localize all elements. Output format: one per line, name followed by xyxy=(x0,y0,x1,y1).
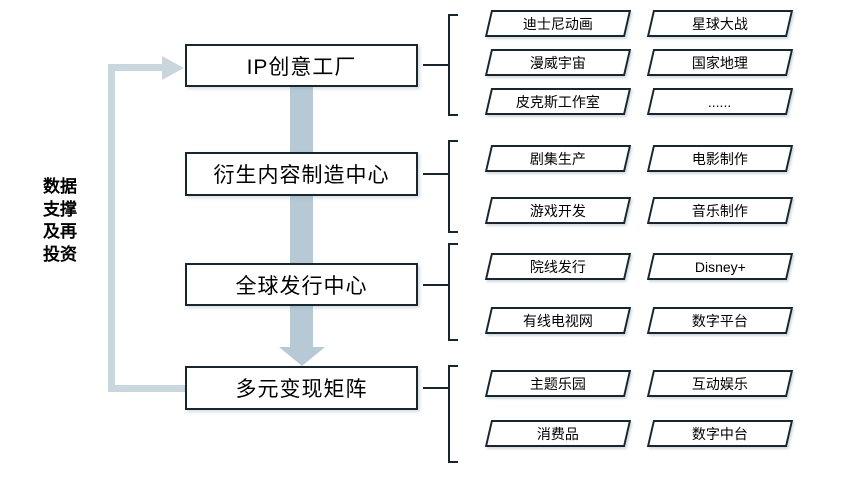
main-flow-arrowhead-icon xyxy=(279,347,325,366)
bracket-3-line xyxy=(448,243,450,341)
feedback-loop-top-line xyxy=(108,64,163,71)
bracket-3-bottom-flange xyxy=(448,339,458,341)
bracket-4-top-flange xyxy=(448,365,458,367)
bracket-3-top-flange xyxy=(448,243,458,245)
item-label: 迪士尼动画 xyxy=(523,15,593,32)
bracket-2-bottom-flange xyxy=(448,231,458,233)
item-label: 数字平台 xyxy=(692,312,748,329)
item-label: 电影制作 xyxy=(692,150,748,167)
bracket-1-tick xyxy=(423,64,448,66)
stage-box-global-distribution: 全球发行中心 xyxy=(185,263,418,306)
feedback-loop-bottom-line xyxy=(108,385,186,392)
item-parallelogram: 院线发行 xyxy=(484,253,632,280)
item-label: 互动娱乐 xyxy=(692,375,748,392)
main-flow-arrow-shaft xyxy=(290,85,313,347)
stage-box-monetization-matrix: 多元变现矩阵 xyxy=(185,366,418,410)
item-parallelogram: 消费品 xyxy=(484,420,632,447)
item-parallelogram: 电影制作 xyxy=(646,145,794,172)
item-label: 有线电视网 xyxy=(523,312,593,329)
bracket-4-tick xyxy=(423,387,448,389)
item-label: 主题乐园 xyxy=(530,375,586,392)
item-parallelogram: 星球大战 xyxy=(646,10,794,37)
item-label: 漫威宇宙 xyxy=(530,54,586,71)
item-parallelogram: 迪士尼动画 xyxy=(484,10,632,37)
item-parallelogram: 剧集生产 xyxy=(484,145,632,172)
bracket-1-top-flange xyxy=(448,14,458,16)
bracket-2-top-flange xyxy=(448,140,458,142)
item-parallelogram: 数字平台 xyxy=(646,307,794,334)
item-parallelogram: Disney+ xyxy=(646,253,794,280)
bracket-4-bottom-flange xyxy=(448,461,458,463)
item-parallelogram: 主题乐园 xyxy=(484,370,632,397)
stage-box-ip-creative-factory: IP创意工厂 xyxy=(185,44,418,87)
item-parallelogram: 音乐制作 xyxy=(646,197,794,224)
item-parallelogram: 游戏开发 xyxy=(484,197,632,224)
item-parallelogram: 漫威宇宙 xyxy=(484,49,632,76)
item-label: ...... xyxy=(708,93,732,110)
feedback-loop-arrowhead-icon xyxy=(162,56,184,80)
item-label: 消费品 xyxy=(537,425,579,442)
bracket-1-bottom-flange xyxy=(448,114,458,116)
item-label: 星球大战 xyxy=(692,15,748,32)
item-parallelogram: 国家地理 xyxy=(646,49,794,76)
bracket-2-tick xyxy=(423,173,448,175)
stage-box-derivative-content: 衍生内容制造中心 xyxy=(185,152,418,196)
bracket-2-line xyxy=(448,140,450,233)
item-label: 音乐制作 xyxy=(692,202,748,219)
item-parallelogram: 皮克斯工作室 xyxy=(484,88,632,115)
left-label-data-support: 数据 支撑 及再 投资 xyxy=(43,177,77,264)
item-label: Disney+ xyxy=(694,258,746,275)
item-label: 院线发行 xyxy=(530,258,586,275)
bracket-4-line xyxy=(448,365,450,463)
item-label: 剧集生产 xyxy=(530,150,586,167)
item-parallelogram: 有线电视网 xyxy=(484,307,632,334)
item-label: 国家地理 xyxy=(692,54,748,71)
item-label: 皮克斯工作室 xyxy=(516,93,600,110)
item-parallelogram: ...... xyxy=(646,88,794,115)
item-label: 数字中台 xyxy=(692,425,748,442)
feedback-loop-vertical-line xyxy=(108,64,115,392)
item-label: 游戏开发 xyxy=(530,202,586,219)
bracket-3-tick xyxy=(423,284,448,286)
item-parallelogram: 数字中台 xyxy=(646,420,794,447)
item-parallelogram: 互动娱乐 xyxy=(646,370,794,397)
bracket-1-line xyxy=(448,14,450,116)
